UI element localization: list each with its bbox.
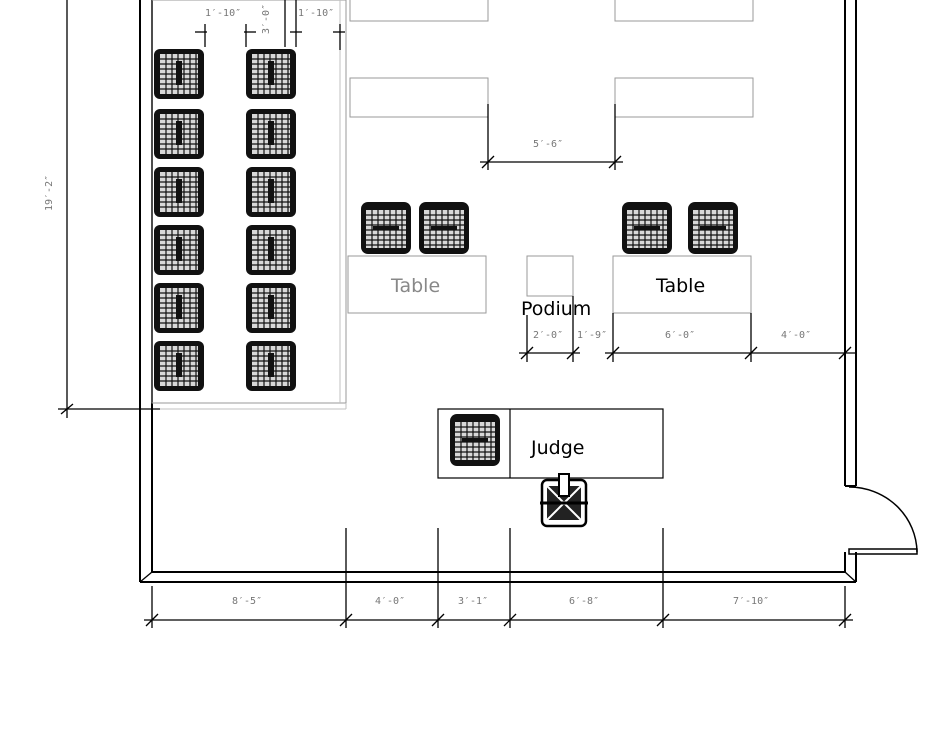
dim-podium-gap: 1′-9″ [577,330,607,341]
chair-icon [153,224,205,276]
dim-gallery-gap-left: 1′-10″ [205,8,241,19]
counsel-chairs [360,201,739,255]
dim-bottom-4: 6′-8″ [569,596,599,607]
chair-icon [687,201,739,255]
chair-icon [153,282,205,334]
podium-row-dimensions: 2′-0″ 1′-9″ 6′-0″ 4′-0″ [519,296,856,362]
chair-icon [360,201,412,255]
dim-bottom-3: 3′-1″ [458,596,488,607]
chair-icon [153,166,205,218]
dim-right-side-gap: 4′-0″ [781,330,811,341]
dim-bottom-2: 4′-0″ [375,596,405,607]
office-chair-icon [540,473,588,528]
podium-label: Podium [521,298,591,320]
table-spacing-dimension: 5′-6″ [480,104,623,170]
chair-icon [153,48,205,100]
left-table-label: Table [390,275,440,297]
podium: Podium [521,255,591,320]
dim-podium-width: 2′-0″ [533,330,563,341]
judge-label: Judge [530,437,584,459]
chair-icon [245,166,297,218]
door-swing-icon [845,485,918,555]
dim-gallery-depth: 19′-2″ [44,175,55,211]
dim-gallery-gap-right: 1′-10″ [298,8,334,19]
dim-right-table-width: 6′-0″ [665,330,695,341]
right-table-label: Table [655,275,705,297]
chair-icon [245,224,297,276]
dim-gallery-gap-mid: 3′-0″ [261,4,272,34]
chair-icon [245,282,297,334]
chair-icon [245,340,297,392]
gallery-seating-left [153,48,205,392]
dim-bottom-1: 8′-5″ [232,596,262,607]
chair-icon [245,48,297,100]
chair-icon [245,108,297,160]
left-counsel-table: Table [347,255,487,314]
judge-bench: Judge [437,408,664,479]
chair-icon [153,340,205,392]
gallery-depth-dimension: 19′-2″ [44,0,160,418]
dim-bottom-5: 7′-10″ [733,596,769,607]
bottom-dimensions: 8′-5″ 4′-0″ 3′-1″ 6′-8″ 7′-10″ [144,528,853,628]
gallery-dimensions: 1′-10″ 3′-0″ 1′-10″ [195,0,345,50]
chair-icon [449,413,501,467]
upper-tables [349,0,754,118]
gallery-seating-right [245,48,297,392]
gallery-area [151,0,347,410]
chair-icon [418,201,470,255]
chair-icon [621,201,673,255]
dim-table-spacing: 5′-6″ [533,139,563,150]
right-counsel-table: Table [612,255,752,314]
chair-icon [153,108,205,160]
